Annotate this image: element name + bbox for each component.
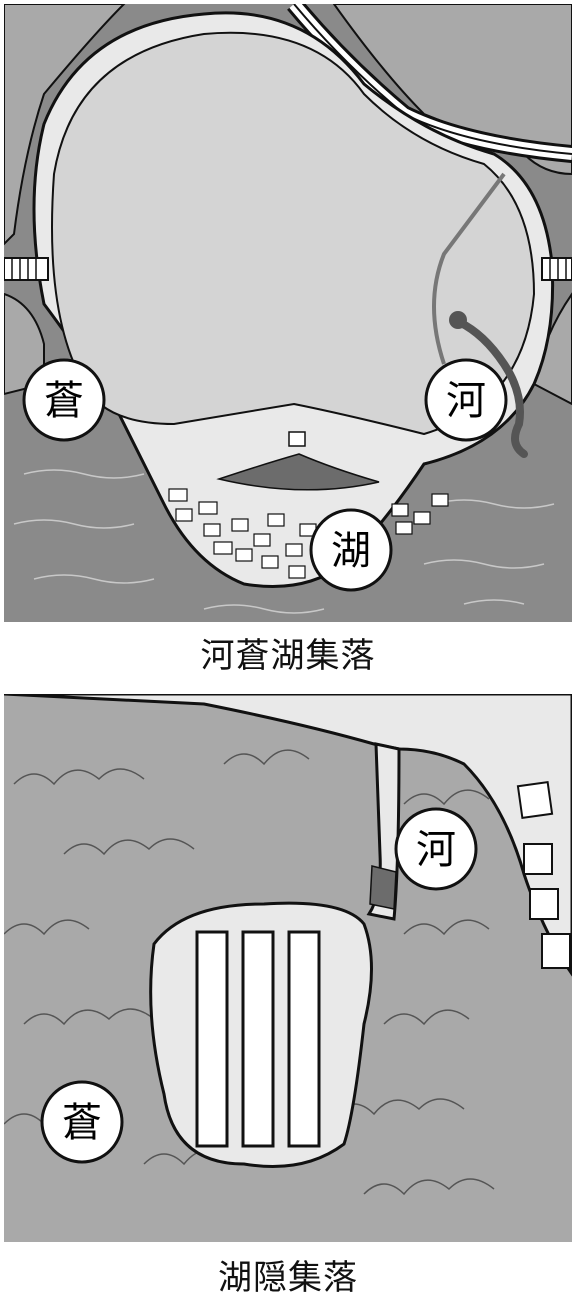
water-ripples (13, 469, 555, 614)
bridge-right (541, 257, 572, 281)
bottom-map: 河 蒼 (4, 694, 572, 1242)
shrine-building (288, 431, 306, 447)
label-right-marker: 河 (424, 358, 508, 442)
river-mouth (369, 865, 397, 910)
central-field (51, 31, 536, 436)
label-left: 蒼 (44, 378, 84, 424)
shoal (216, 453, 380, 491)
east-houses (516, 780, 571, 969)
stream (432, 172, 506, 365)
top-map-caption: 河蒼湖集落 (200, 636, 376, 676)
field-rows (195, 930, 321, 1148)
top-map-panel: 蒼 河 湖 (4, 4, 572, 622)
bottom-map-panel: 河 蒼 (4, 694, 572, 1242)
label-forest-marker: 蒼 (40, 1080, 124, 1164)
label-bottom-marker: 湖 (309, 508, 393, 592)
label-forest: 蒼 (62, 1100, 102, 1146)
bottom-map-caption: 湖隠集落 (218, 1258, 358, 1298)
label-river: 河 (416, 827, 456, 873)
label-left-marker: 蒼 (22, 358, 106, 442)
bridge-left (4, 257, 49, 281)
label-river-marker: 河 (394, 807, 478, 891)
label-bottom: 湖 (331, 528, 371, 574)
river-channel (455, 318, 528, 458)
forest-top-left (4, 4, 126, 246)
river-source (449, 311, 467, 329)
top-map: 蒼 河 湖 (4, 4, 572, 622)
village-houses (168, 488, 449, 579)
label-right: 河 (446, 378, 486, 424)
